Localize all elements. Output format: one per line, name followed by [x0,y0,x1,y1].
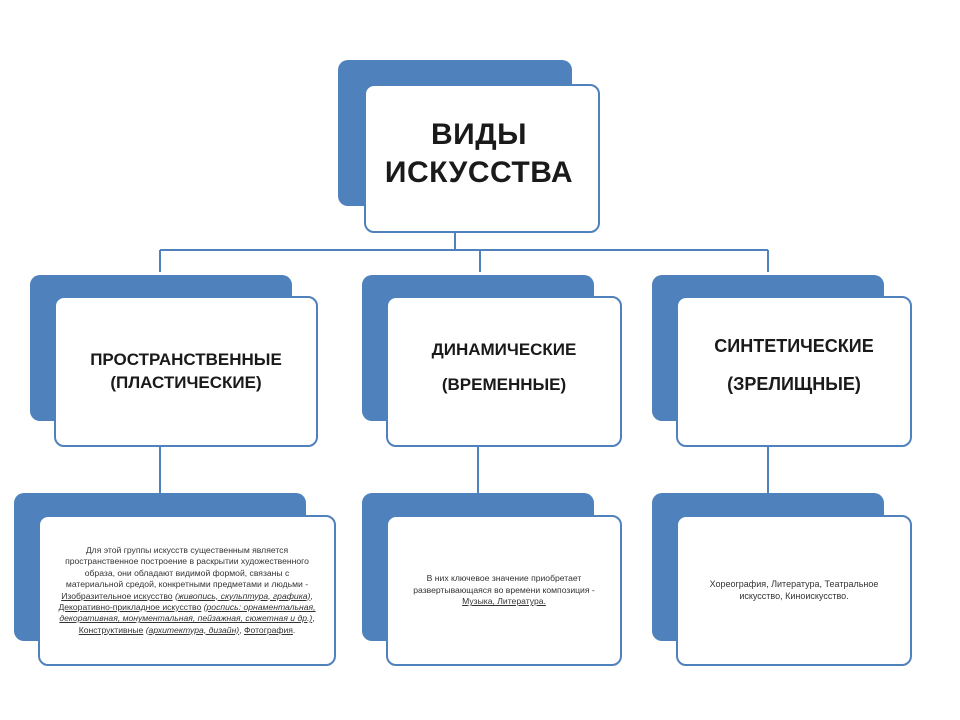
root-title-line1: ВИДЫ [431,118,527,151]
description-dynamic-text: В них ключевое значение приобретает разв… [402,573,606,607]
decorative-link: Декоративно-прикладное искусство [58,601,202,612]
category-dynamic: ДИНАМИЧЕСКИЕ (ВРЕМЕННЫЕ) [386,296,622,447]
category-spatial-line1: ПРОСТРАНСТВЕННЫЕ [90,350,282,370]
decorative-kinds: (роспись: орнаментальная, декоративная, … [59,601,316,624]
category-synthetic-line2: (ЗРЕЛИЩНЫЕ) [727,373,861,394]
photo-link: Фотография [243,624,293,635]
description-synthetic: Хореография, Литература, Театральное иск… [676,515,912,666]
category-synthetic-line1: СИНТЕТИЧЕСКИЕ [714,336,874,357]
separator-2: , [312,613,315,624]
separator-1: , [310,590,313,601]
category-synthetic: СИНТЕТИЧЕСКИЕ (ЗРЕЛИЩНЫЕ) [676,296,912,447]
description-synthetic-text: Хореография, Литература, Театральное иск… [709,578,879,601]
category-spatial-line2: (ПЛАСТИЧЕСКИЕ) [110,372,262,392]
category-spatial: ПРОСТРАНСТВЕННЫЕ (ПЛАСТИЧЕСКИЕ) [54,296,318,447]
description-spatial-text: Для этой группы искусств существенным яв… [58,545,316,636]
fine-art-link: Изобразительное искусство [61,590,173,601]
description-spatial: Для этой группы искусств существенным яв… [38,515,336,666]
description-spatial-intro: Для этой группы искусств существенным яв… [65,545,309,590]
dynamic-examples-link: Музыка, Литература. [462,596,546,607]
root-title: ВИДЫ ИСКУССТВА [385,116,573,191]
category-dynamic-line1: ДИНАМИЧЕСКИЕ [431,340,577,360]
root-node: ВИДЫ ИСКУССТВА [364,84,600,233]
constructive-link: Конструктивные [78,624,144,635]
description-dynamic: В них ключевое значение приобретает разв… [386,515,622,666]
fine-art-kinds: (живопись, скульптура, графика) [174,590,311,601]
description-dynamic-intro: В них ключевое значение приобретает разв… [413,573,595,595]
separator-3: , [239,624,244,635]
description-spatial-end: . [292,624,296,635]
root-title-line2: ИСКУССТВА [384,155,574,189]
category-dynamic-line2: (ВРЕМЕННЫЕ) [441,374,567,394]
constructive-kinds: (архитектура, дизайн) [145,624,240,635]
